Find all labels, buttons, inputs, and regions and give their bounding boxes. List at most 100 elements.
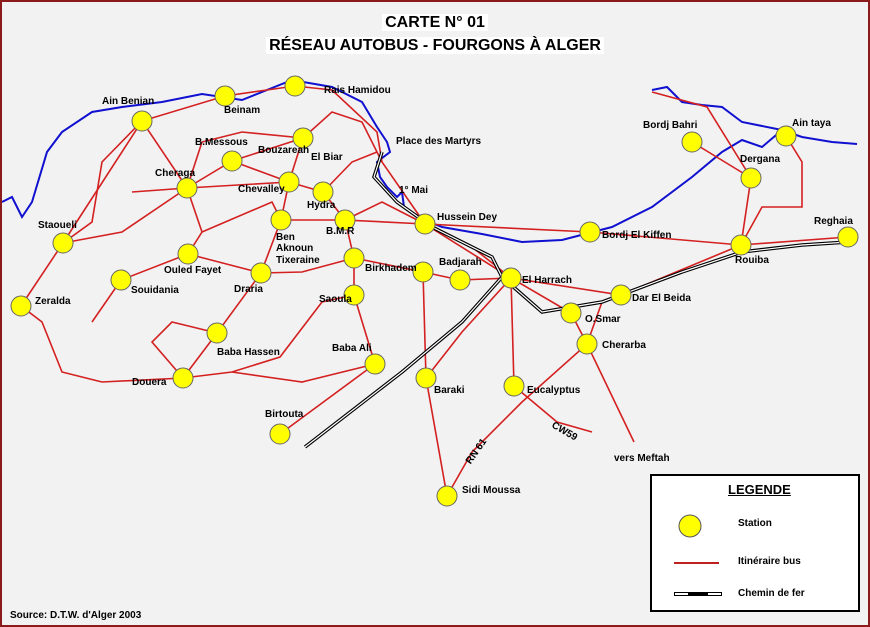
station-marker <box>110 269 132 291</box>
station-marker <box>415 367 437 389</box>
station-label: Ain taya <box>792 118 831 129</box>
bus-route <box>231 363 376 383</box>
station-marker <box>176 177 198 199</box>
bus-route <box>20 85 572 314</box>
station-marker <box>221 150 243 172</box>
station-label: Staoueli <box>38 220 77 231</box>
station-label: Badjarah <box>439 257 482 268</box>
station-marker <box>250 262 272 284</box>
station-marker <box>292 127 314 149</box>
station-label: Ben Aknoun <box>276 232 314 254</box>
station-marker <box>278 171 300 193</box>
station-label: B.M.R <box>326 226 355 237</box>
station-marker <box>500 267 522 289</box>
station-label: Baba Ali <box>332 343 372 354</box>
station-label: Souidania <box>131 285 179 296</box>
bus-route <box>740 135 803 246</box>
station-marker <box>343 284 365 306</box>
station-marker <box>206 322 228 344</box>
legend: LEGENDE Station Itinéraire bus Chemin de… <box>650 474 860 612</box>
station-marker <box>10 295 32 317</box>
station-marker <box>284 75 306 97</box>
station-marker <box>131 110 153 132</box>
station-label: Reghaia <box>814 216 853 227</box>
station-marker <box>177 243 199 265</box>
bus-route <box>446 342 635 497</box>
station-label: Hydra <box>307 200 336 211</box>
station-marker <box>312 181 334 203</box>
place-label-vers-meftah: vers Meftah <box>614 453 670 464</box>
station-label: Saoula <box>319 294 352 305</box>
bus-route <box>510 277 593 433</box>
bus-route <box>201 200 282 233</box>
station-label: B.Messous <box>195 137 248 148</box>
station-label: Tixeraine <box>276 255 320 266</box>
station-marker <box>214 85 236 107</box>
place-label-place-martyrs: Place des Martyrs <box>396 136 482 147</box>
station-label: Dar El Beida <box>632 293 691 304</box>
station-label: Draria <box>234 284 263 295</box>
source-note: Source: D.T.W. d'Alger 2003 <box>10 610 142 621</box>
station-label: Birtouta <box>265 409 304 420</box>
station-label: Eucalyptus <box>527 385 581 396</box>
station-label: Dergana <box>740 154 781 165</box>
bus-route <box>288 111 383 183</box>
legend-station-label: Station <box>738 518 772 529</box>
station-label: Cherarba <box>602 340 646 351</box>
railway-line <box>304 151 849 448</box>
bus-route <box>187 253 355 274</box>
bus-route <box>424 223 849 246</box>
station-marker <box>775 125 797 147</box>
bus-route <box>279 219 376 435</box>
station-marker <box>576 333 598 355</box>
bus-route <box>651 91 752 179</box>
station-marker <box>503 375 525 397</box>
station-marker <box>414 213 436 235</box>
station-label: Bordj El Kiffen <box>602 230 672 241</box>
station-label: Birkhadem <box>365 263 417 274</box>
legend-bus-label: Itinéraire bus <box>738 556 801 567</box>
station-marker <box>412 261 434 283</box>
station-label: Baba Hassen <box>217 347 280 358</box>
station-marker <box>730 234 752 256</box>
station-marker <box>172 367 194 389</box>
station-marker <box>837 226 859 248</box>
station-label: Chevalley <box>238 184 285 195</box>
station-label: Baraki <box>434 385 465 396</box>
map-title-number: CARTE N° 01 <box>2 14 868 32</box>
bus-route <box>150 321 218 379</box>
place-label-premier-mai: 1° Mai <box>399 185 429 196</box>
station-marker <box>269 423 291 445</box>
station-label: Sidi Moussa <box>462 485 521 496</box>
bus-route <box>131 131 304 193</box>
legend-station-icon <box>678 514 702 538</box>
station-marker <box>436 485 458 507</box>
railway-line <box>303 151 849 449</box>
station-label: Rouiba <box>735 255 769 266</box>
legend-title: LEGENDE <box>728 482 791 497</box>
bus-route <box>425 277 512 379</box>
map-title: RÉSEAU AUTOBUS - FOURGONS À ALGER <box>2 37 868 55</box>
station-marker <box>52 232 74 254</box>
station-label: Cheraga <box>155 168 196 179</box>
station-label: O.Smar <box>585 314 621 325</box>
bus-route <box>62 120 143 244</box>
station-label: Rais Hamidou <box>324 85 391 96</box>
station-label: Hussein Dey <box>437 212 498 223</box>
station-marker <box>579 221 601 243</box>
station-marker <box>334 209 356 231</box>
station-marker <box>740 167 762 189</box>
station-marker <box>610 284 632 306</box>
station-marker <box>681 131 703 153</box>
station-marker <box>343 247 365 269</box>
legend-rail-label: Chemin de fer <box>738 588 805 599</box>
bus-route <box>322 151 378 193</box>
station-marker <box>364 353 386 375</box>
station-label: Beinam <box>224 105 261 116</box>
station-label: Zeralda <box>35 296 71 307</box>
station-label: Ain Benian <box>102 96 155 107</box>
station-marker <box>449 269 471 291</box>
station-marker <box>270 209 292 231</box>
